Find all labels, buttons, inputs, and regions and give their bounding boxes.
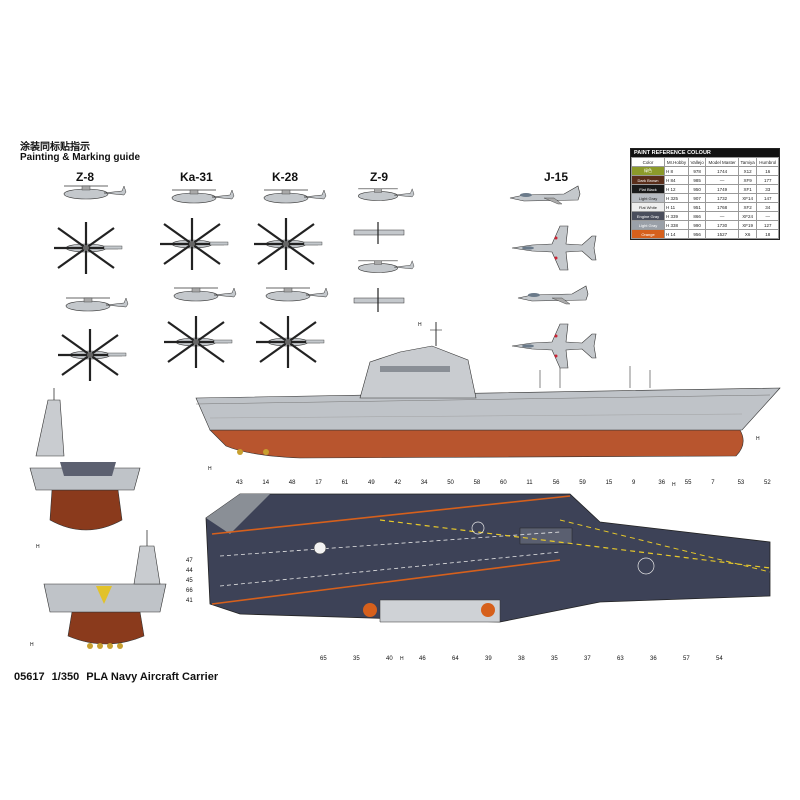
paint-cell-humbrol: 18 [756, 229, 779, 239]
footer-code: 05617 [14, 671, 45, 683]
j15-side-view [509, 185, 581, 205]
deck-callout-number: 58 [474, 480, 481, 486]
deck-callout-number: 46 [419, 656, 426, 662]
deck-callout-number: 63 [617, 656, 624, 662]
deck-callout-number: 34 [421, 480, 428, 486]
deck-callout-number: 56 [553, 480, 560, 486]
carrier-rear-view [43, 530, 167, 649]
deck-callouts: 43 14 48 17 61 49 42 34 50 58 60 11 56 59 15 9 36 55 7 53 52… [186, 480, 771, 662]
deck-callout-number: 36 [658, 480, 665, 486]
label-z9: Z-9 [370, 170, 388, 184]
deck-callout-number: 44 [186, 568, 193, 574]
deck-callout-number: 41 [186, 598, 193, 604]
deck-callout-number: 35 [551, 656, 558, 662]
paint-table-grid: Color Mr.Hobby Vallejo Model Master Tami… [631, 157, 779, 239]
tag-h-rear: H [30, 642, 34, 648]
title-chinese: 涂装同标贴指示 [20, 142, 90, 153]
deck-callout-number: 43 [236, 480, 243, 486]
ka31-top-view [158, 216, 230, 272]
deck-callout-number: 11 [526, 480, 533, 486]
carrier-front-view [29, 388, 141, 531]
ka31-side-view-2 [173, 287, 237, 302]
label-ka31: Ka-31 [180, 170, 213, 184]
tag-h-bow: H [756, 436, 760, 442]
deck-callout-number: 35 [353, 656, 360, 662]
label-z8: Z-8 [76, 170, 94, 184]
footer-scale: 1/350 [51, 671, 80, 683]
deck-callout-number: 40 [386, 656, 393, 662]
deck-callout-number: 57 [683, 656, 690, 662]
deck-callout-number: 48 [289, 480, 296, 486]
deck-callout-number: 53 [738, 480, 745, 486]
deck-callout-number: 45 [186, 578, 193, 584]
deck-callout-number: 55 [685, 480, 692, 486]
deck-callout-number: 38 [518, 656, 525, 662]
footer-name: PLA Navy Aircraft Carrier [86, 671, 219, 683]
paint-cell-mm: 1527 [705, 229, 739, 239]
deck-callout-number: 52 [764, 480, 771, 486]
paint-table-title: PAINT REFERENCE COLOUR [631, 149, 779, 157]
footer-caption: 05617 1/350 PLA Navy Aircraft Carrier [14, 671, 222, 683]
deck-callout-number: 39 [485, 656, 492, 662]
deck-callout-number: 66 [186, 588, 193, 594]
label-k28: K-28 [272, 170, 299, 184]
deck-callout-number: 65 [320, 656, 327, 662]
label-j15: J-15 [544, 170, 569, 184]
deck-callout-number: 17 [315, 480, 322, 486]
tag-h-hull: H [672, 482, 676, 488]
ka31-side-view [171, 189, 235, 204]
tag-h-island: H [418, 322, 422, 328]
z8-side-view-2 [65, 297, 129, 312]
deck-callout-number: 42 [394, 480, 401, 486]
z8-top-view [52, 220, 124, 276]
carrier-deck-plan [205, 493, 771, 623]
deck-callout-number: 49 [368, 480, 375, 486]
deck-callout-number: 7 [711, 480, 715, 486]
tag-h-deck: H [400, 656, 404, 662]
k28-top-view [252, 216, 324, 272]
tag-h-stern: H [208, 466, 212, 472]
deck-callout-number: 47 [186, 558, 193, 564]
deck-callout-number: 60 [500, 480, 507, 486]
deck-callout-number: 61 [342, 480, 349, 486]
j15-top-view [511, 225, 597, 271]
deck-callout-number: 36 [650, 656, 657, 662]
title-english: Painting & Marking guide [20, 152, 141, 163]
deck-callout-number: 14 [262, 480, 269, 486]
deck-callout-number: 50 [447, 480, 454, 486]
k28-side-view [263, 189, 327, 204]
paint-cell-vallejo: 956 [687, 229, 707, 239]
deck-callout-number: 64 [452, 656, 459, 662]
k28-side-view-2 [265, 287, 329, 302]
carrier-side-profile [195, 322, 781, 459]
z9-views [353, 188, 415, 312]
k28-top-view-2 [254, 314, 326, 370]
paint-cell-name: Orange [631, 229, 665, 239]
ka31-top-view-2 [162, 314, 234, 370]
tag-h-front: H [36, 544, 40, 550]
deck-callout-number: 54 [716, 656, 723, 662]
h-tags: H H H H H H H [30, 322, 760, 662]
deck-callout-number: 15 [606, 480, 613, 486]
deck-callout-number: 9 [632, 480, 636, 486]
z8-side-view [63, 185, 127, 200]
j15-top-view-2 [511, 323, 597, 369]
z8-top-view-2 [56, 327, 128, 383]
deck-callout-number: 37 [584, 656, 591, 662]
j15-side-view-2 [517, 285, 589, 305]
paint-reference-table: PAINT REFERENCE COLOUR Color Mr.Hobby Va… [630, 148, 780, 240]
deck-callout-number: 59 [579, 480, 586, 486]
